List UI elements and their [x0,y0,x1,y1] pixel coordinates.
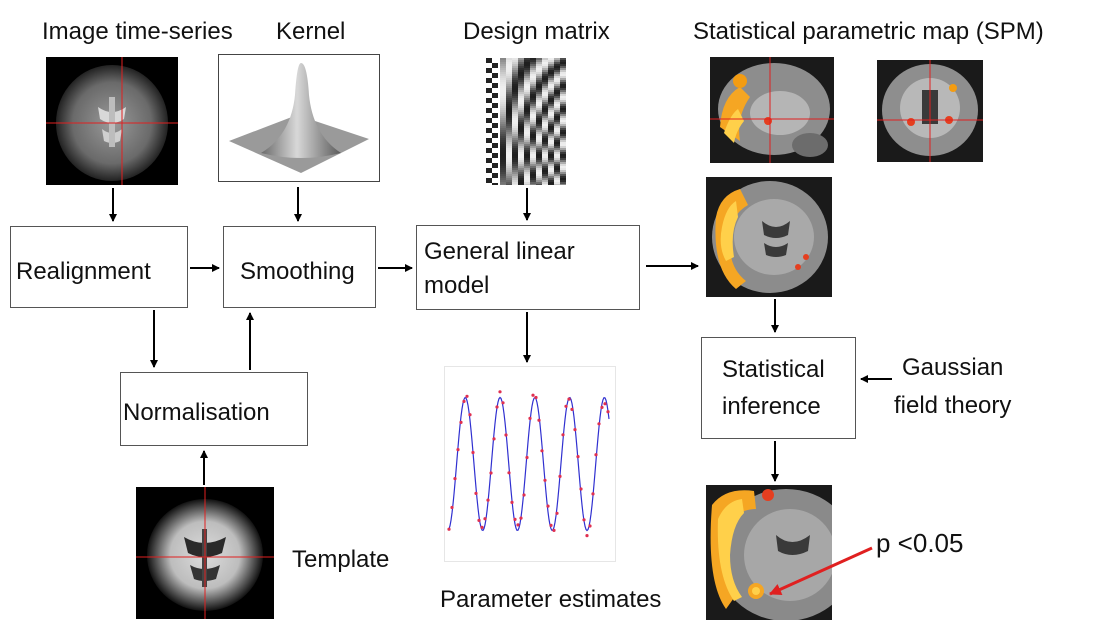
data-point [489,471,493,475]
data-point [450,505,454,510]
data-point [516,523,520,527]
data-point [498,390,502,394]
data-point [537,418,541,422]
smoothing-label: Smoothing [240,258,355,285]
data-point [477,518,481,522]
spm-sagittal-image [710,57,834,163]
data-point [582,518,586,522]
data-point [462,399,466,403]
normalisation-box [120,372,308,446]
data-point [531,393,535,397]
arrow-pvalue-pointer [769,546,873,596]
glm-label-line1: General linear [424,238,575,265]
data-point [471,450,475,455]
data-point [591,492,595,496]
spm-thresholded-image [706,485,832,620]
data-point [570,407,574,411]
data-point [561,433,565,437]
data-point [519,516,523,520]
data-point [465,394,469,398]
data-point [594,453,598,457]
header-kernel: Kernel [276,18,346,45]
header-design-matrix: Design matrix [463,18,610,45]
design-matrix-image [486,58,566,185]
data-point [606,410,610,414]
data-point [474,491,478,495]
data-point [540,449,544,453]
statistical-inference-box [701,337,856,439]
spm-coronal-image [877,60,983,162]
data-point [456,448,460,452]
data-point [579,487,583,491]
normalisation-label: Normalisation [123,399,270,426]
data-point [510,500,514,504]
template-brain-image [136,487,274,619]
gaussian-label-line2: field theory [894,392,1012,419]
data-point [558,474,562,478]
data-point [564,404,568,408]
template-label: Template [292,546,390,573]
data-point [459,420,463,424]
data-point [522,493,526,497]
data-point [534,395,538,400]
data-point [525,455,529,460]
glm-box [416,225,640,310]
realignment-box [10,226,188,308]
data-point [600,405,604,409]
realignment-label: Realignment [16,258,151,285]
data-point [486,498,490,502]
parameter-estimates-label: Parameter estimates [440,586,662,613]
data-point [603,402,607,406]
data-point [507,471,511,475]
data-point [513,517,517,521]
data-point [480,525,484,529]
data-point [453,477,457,481]
data-point [576,455,580,459]
data-point [585,534,589,538]
parameter-estimates-plot [444,366,616,562]
data-point [555,511,559,515]
data-point [573,428,577,432]
data-point [567,397,571,401]
brain-time-series-image [46,57,178,185]
data-point [504,433,508,437]
data-point [501,401,505,405]
data-point [528,416,532,420]
kernel-surface-image [218,54,380,182]
data-point [588,524,592,528]
glm-label-line2: model [424,272,490,299]
data-point [597,422,601,426]
data-point [483,517,487,521]
data-point [447,527,451,531]
data-point [543,478,547,482]
smoothing-box [223,226,376,308]
p-value-label: p <0.05 [876,528,964,558]
data-point [495,405,499,409]
spm-axial-image [706,177,832,297]
gaussian-label-line1: Gaussian [902,354,1004,381]
header-image-time-series: Image time-series [42,18,233,45]
data-point [546,504,550,508]
data-point [468,413,472,417]
data-point [552,528,556,532]
fit-line [448,396,610,532]
inference-label-line1: Statistical [722,356,825,383]
data-point [492,437,496,441]
header-spm: Statistical parametric map (SPM) [693,18,1044,45]
inference-label-line2: inference [722,393,821,420]
data-point [549,523,553,527]
